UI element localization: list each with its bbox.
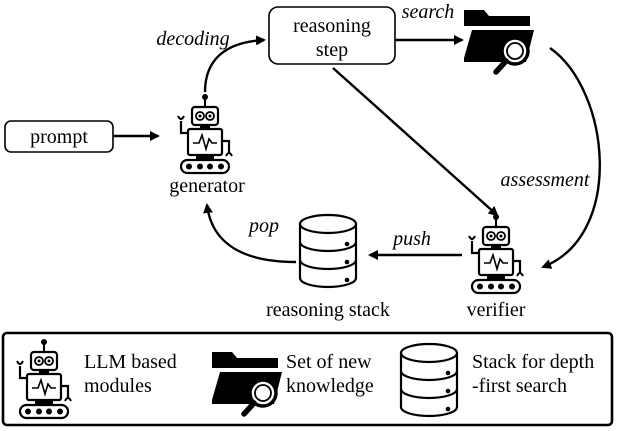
legend-robot-line2: modules	[84, 375, 152, 397]
generator-label: generator	[169, 175, 245, 197]
edge-stack-to-generator	[203, 203, 297, 264]
verifier-label: verifier	[467, 299, 526, 321]
prompt-label: prompt	[30, 126, 88, 148]
reasoning-stack-database-icon	[298, 213, 358, 289]
legend-box	[1, 331, 614, 427]
edge-label-assessment: assessment	[501, 169, 590, 191]
reasoning-step-box	[268, 6, 396, 65]
generator-robot-icon	[176, 92, 234, 175]
reasoning-step-label-line1: reasoning	[293, 15, 371, 37]
edge-folder-to-verifier	[541, 47, 601, 269]
legend-folder-line1: Set of new	[286, 351, 372, 373]
legend-stack-line2: -first search	[472, 375, 567, 397]
edge-label-decoding: decoding	[156, 28, 229, 50]
folder-search-icon	[464, 10, 534, 72]
legend-database-stack-icon	[399, 342, 459, 418]
legend-folder-line2: knowledge	[286, 375, 374, 397]
verifier-robot-icon	[467, 212, 525, 295]
legend-stack-line1: Stack for depth	[472, 351, 594, 373]
edge-label-push: push	[391, 228, 431, 250]
reasoning-stack-label: reasoning stack	[266, 299, 390, 321]
edge-reasoning-step-to-verifier	[332, 67, 499, 217]
edge-generator-to-reasoning-step	[203, 35, 266, 93]
edge-label-pop: pop	[247, 215, 279, 237]
legend-robot-line1: LLM based	[84, 351, 177, 373]
edge-label-search: search	[402, 1, 455, 23]
prompt-box	[4, 120, 114, 153]
reasoning-step-label-line2: step	[316, 39, 348, 61]
